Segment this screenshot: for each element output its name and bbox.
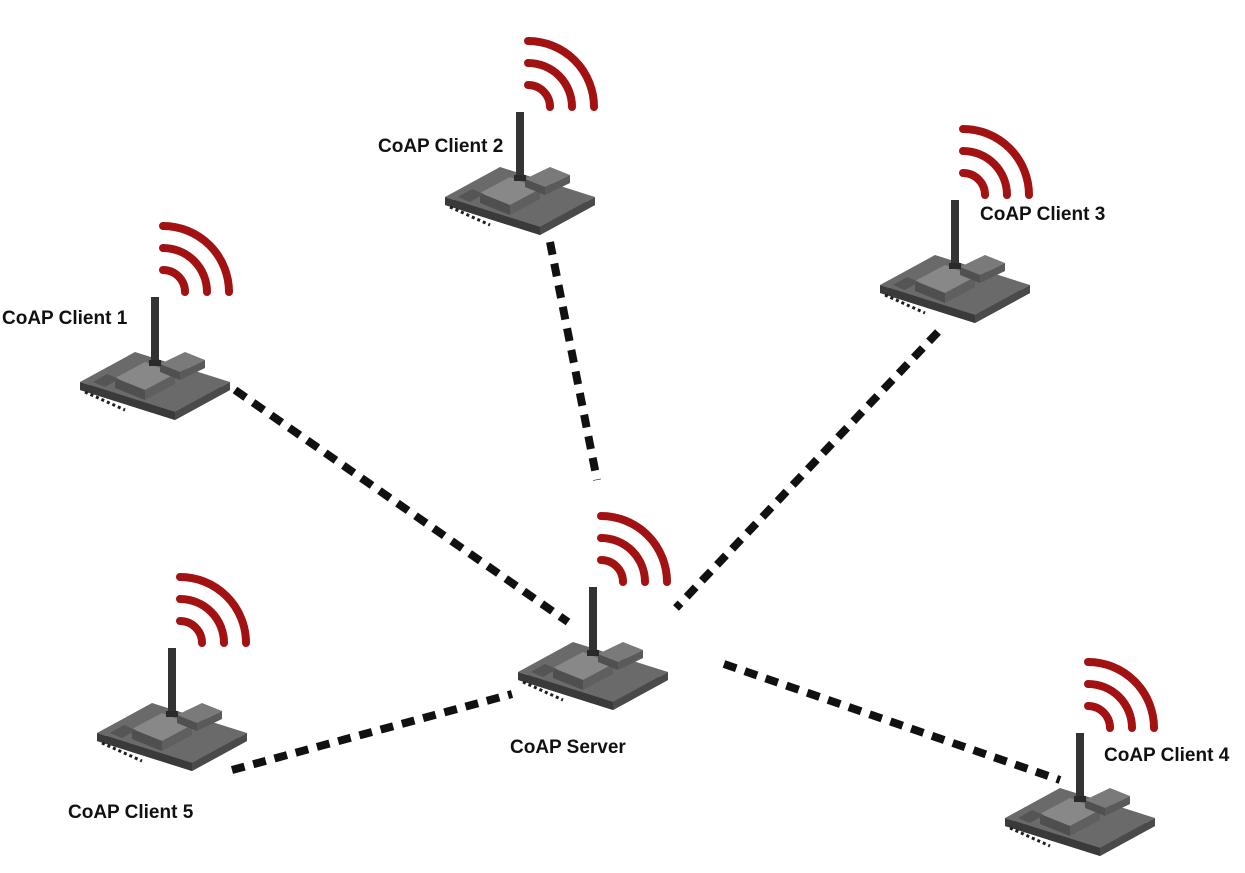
client5-device-icon bbox=[97, 577, 247, 771]
link-client5-server bbox=[230, 690, 514, 774]
link-client3-server bbox=[673, 329, 941, 611]
link-client4-server bbox=[722, 660, 1062, 784]
server-device-icon bbox=[518, 516, 668, 710]
link-client2-server bbox=[546, 241, 601, 481]
links bbox=[230, 241, 1062, 784]
server-label: CoAP Server bbox=[510, 737, 626, 758]
client2-label: CoAP Client 2 bbox=[378, 136, 503, 157]
client3-label: CoAP Client 3 bbox=[980, 204, 1105, 225]
client1-label: CoAP Client 1 bbox=[2, 308, 128, 329]
link-client1-server bbox=[232, 386, 571, 626]
client4-label: CoAP Client 4 bbox=[1104, 745, 1230, 766]
client3-device-icon bbox=[880, 129, 1030, 323]
client5-label: CoAP Client 5 bbox=[68, 802, 194, 823]
